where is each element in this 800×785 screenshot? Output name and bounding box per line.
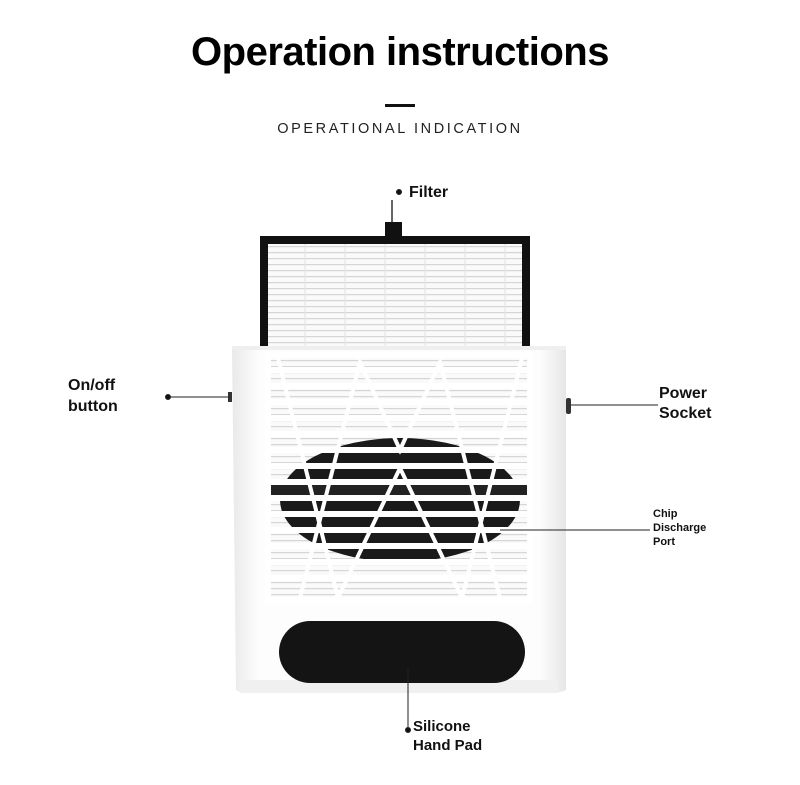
pad-label-line1: Silicone	[413, 718, 471, 735]
power-socket	[566, 398, 571, 414]
title-divider	[385, 104, 415, 107]
hand-pad-label: Silicone Hand Pad	[413, 717, 503, 755]
pad-label-line2: Hand Pad	[413, 737, 483, 754]
chip-label-line3: Port	[653, 536, 675, 548]
page-title: Operation instructions	[191, 30, 609, 74]
onoff-label-line2: button	[68, 398, 118, 415]
chip-label-line1: Chip	[653, 508, 678, 520]
chip-discharge-port-label: Chip Discharge Port	[653, 507, 733, 549]
onoff-switch	[228, 392, 232, 402]
power-label-line1: Power	[659, 385, 708, 402]
power-label-line2: Socket	[659, 405, 712, 422]
power-socket-label: Power Socket	[659, 384, 739, 424]
front-grille	[265, 352, 533, 603]
filter-cartridge	[260, 200, 530, 360]
filter-label: Filter	[409, 184, 449, 201]
onoff-label-line1: On/off	[68, 377, 116, 394]
chip-label-line2: Discharge	[653, 522, 707, 534]
silicone-hand-pad	[279, 621, 525, 683]
onoff-button-label: On/off button	[68, 375, 148, 417]
page-subtitle: OPERATIONAL INDICATION	[277, 121, 523, 137]
